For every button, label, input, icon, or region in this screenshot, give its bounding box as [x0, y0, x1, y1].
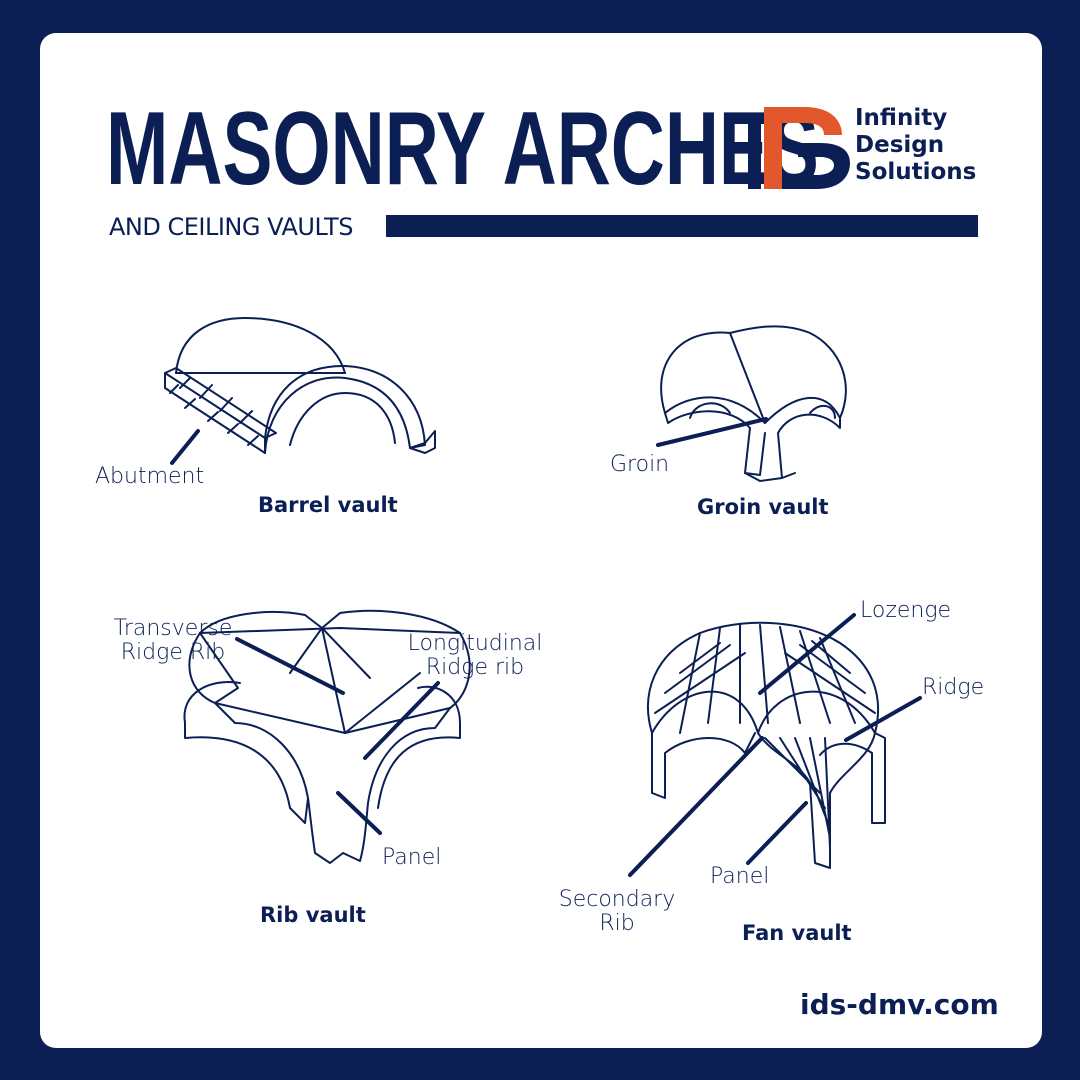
- rib-vault-drawing: [183, 609, 471, 864]
- subtitle-rule: [386, 215, 978, 237]
- barrel-vault-drawing: [164, 317, 436, 465]
- infographic-card: MASONRY ARCHES Infinity Design Solutions…: [40, 33, 1042, 1048]
- label-longitudinal-ridge-rib: Longitudinal Ridge rib: [400, 632, 550, 680]
- caption-fan-vault: Fan vault: [742, 921, 852, 945]
- label-secondary-rib: Secondary Rib: [546, 888, 688, 936]
- label-groin: Groin: [610, 452, 670, 477]
- logo-line-3: Solutions: [855, 159, 977, 185]
- label-lozenge: Lozenge: [860, 598, 952, 623]
- logo-line-2: Design: [855, 132, 945, 158]
- vault-drawings: [164, 317, 922, 877]
- caption-barrel-vault: Barrel vault: [258, 493, 398, 517]
- label-fan-panel: Panel: [710, 864, 770, 889]
- page-subtitle: AND CEILING VAULTS: [109, 213, 353, 241]
- website-url: ids-dmv.com: [800, 988, 999, 1021]
- label-ridge: Ridge: [922, 675, 985, 700]
- logo-line-1: Infinity: [855, 105, 948, 131]
- page-title: MASONRY ARCHES: [106, 91, 819, 207]
- caption-rib-vault: Rib vault: [260, 903, 366, 927]
- label-transverse-ridge-rib: Transverse Ridge Rib: [108, 617, 238, 665]
- label-secondary-line-1: Secondary: [558, 887, 676, 912]
- label-longitudinal-line-1: Longitudinal: [407, 631, 543, 656]
- caption-groin-vault: Groin vault: [697, 495, 829, 519]
- ids-logo-icon: [748, 107, 850, 189]
- label-rib-panel: Panel: [382, 845, 442, 870]
- logo-wordmark: Infinity Design Solutions: [855, 105, 976, 186]
- label-transverse-line-1: Transverse: [113, 616, 233, 641]
- label-longitudinal-line-2: Ridge rib: [425, 655, 525, 680]
- label-abutment: Abutment: [95, 464, 205, 489]
- label-transverse-line-2: Ridge Rib: [120, 640, 226, 665]
- fan-vault-drawing: [628, 613, 922, 877]
- label-secondary-line-2: Rib: [599, 911, 635, 936]
- groin-vault-drawing: [656, 325, 847, 482]
